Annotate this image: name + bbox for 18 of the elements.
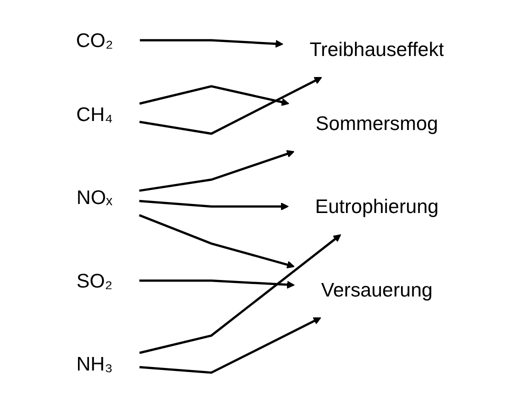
node-text: CO₂: [76, 29, 114, 52]
arrow: [139, 200, 289, 210]
arrow: [140, 39, 284, 48]
arrow: [139, 150, 294, 192]
node-text: NOₓ: [76, 186, 112, 209]
arrow: [139, 317, 322, 374]
node-text: Versauerung: [321, 278, 433, 301]
arrow: [139, 77, 322, 135]
arrow: [138, 214, 295, 268]
node-text: Eutrophierung: [315, 195, 439, 218]
arrow: [139, 280, 295, 289]
node-text: Treibhauseffekt: [310, 38, 444, 60]
arrow: [139, 234, 342, 354]
node-text: Sommersmog: [316, 112, 438, 135]
arrow: [139, 85, 290, 106]
node-text: SO₂: [76, 269, 113, 292]
node-text: NH₃: [76, 352, 113, 375]
node-text: CH₄: [76, 103, 113, 126]
